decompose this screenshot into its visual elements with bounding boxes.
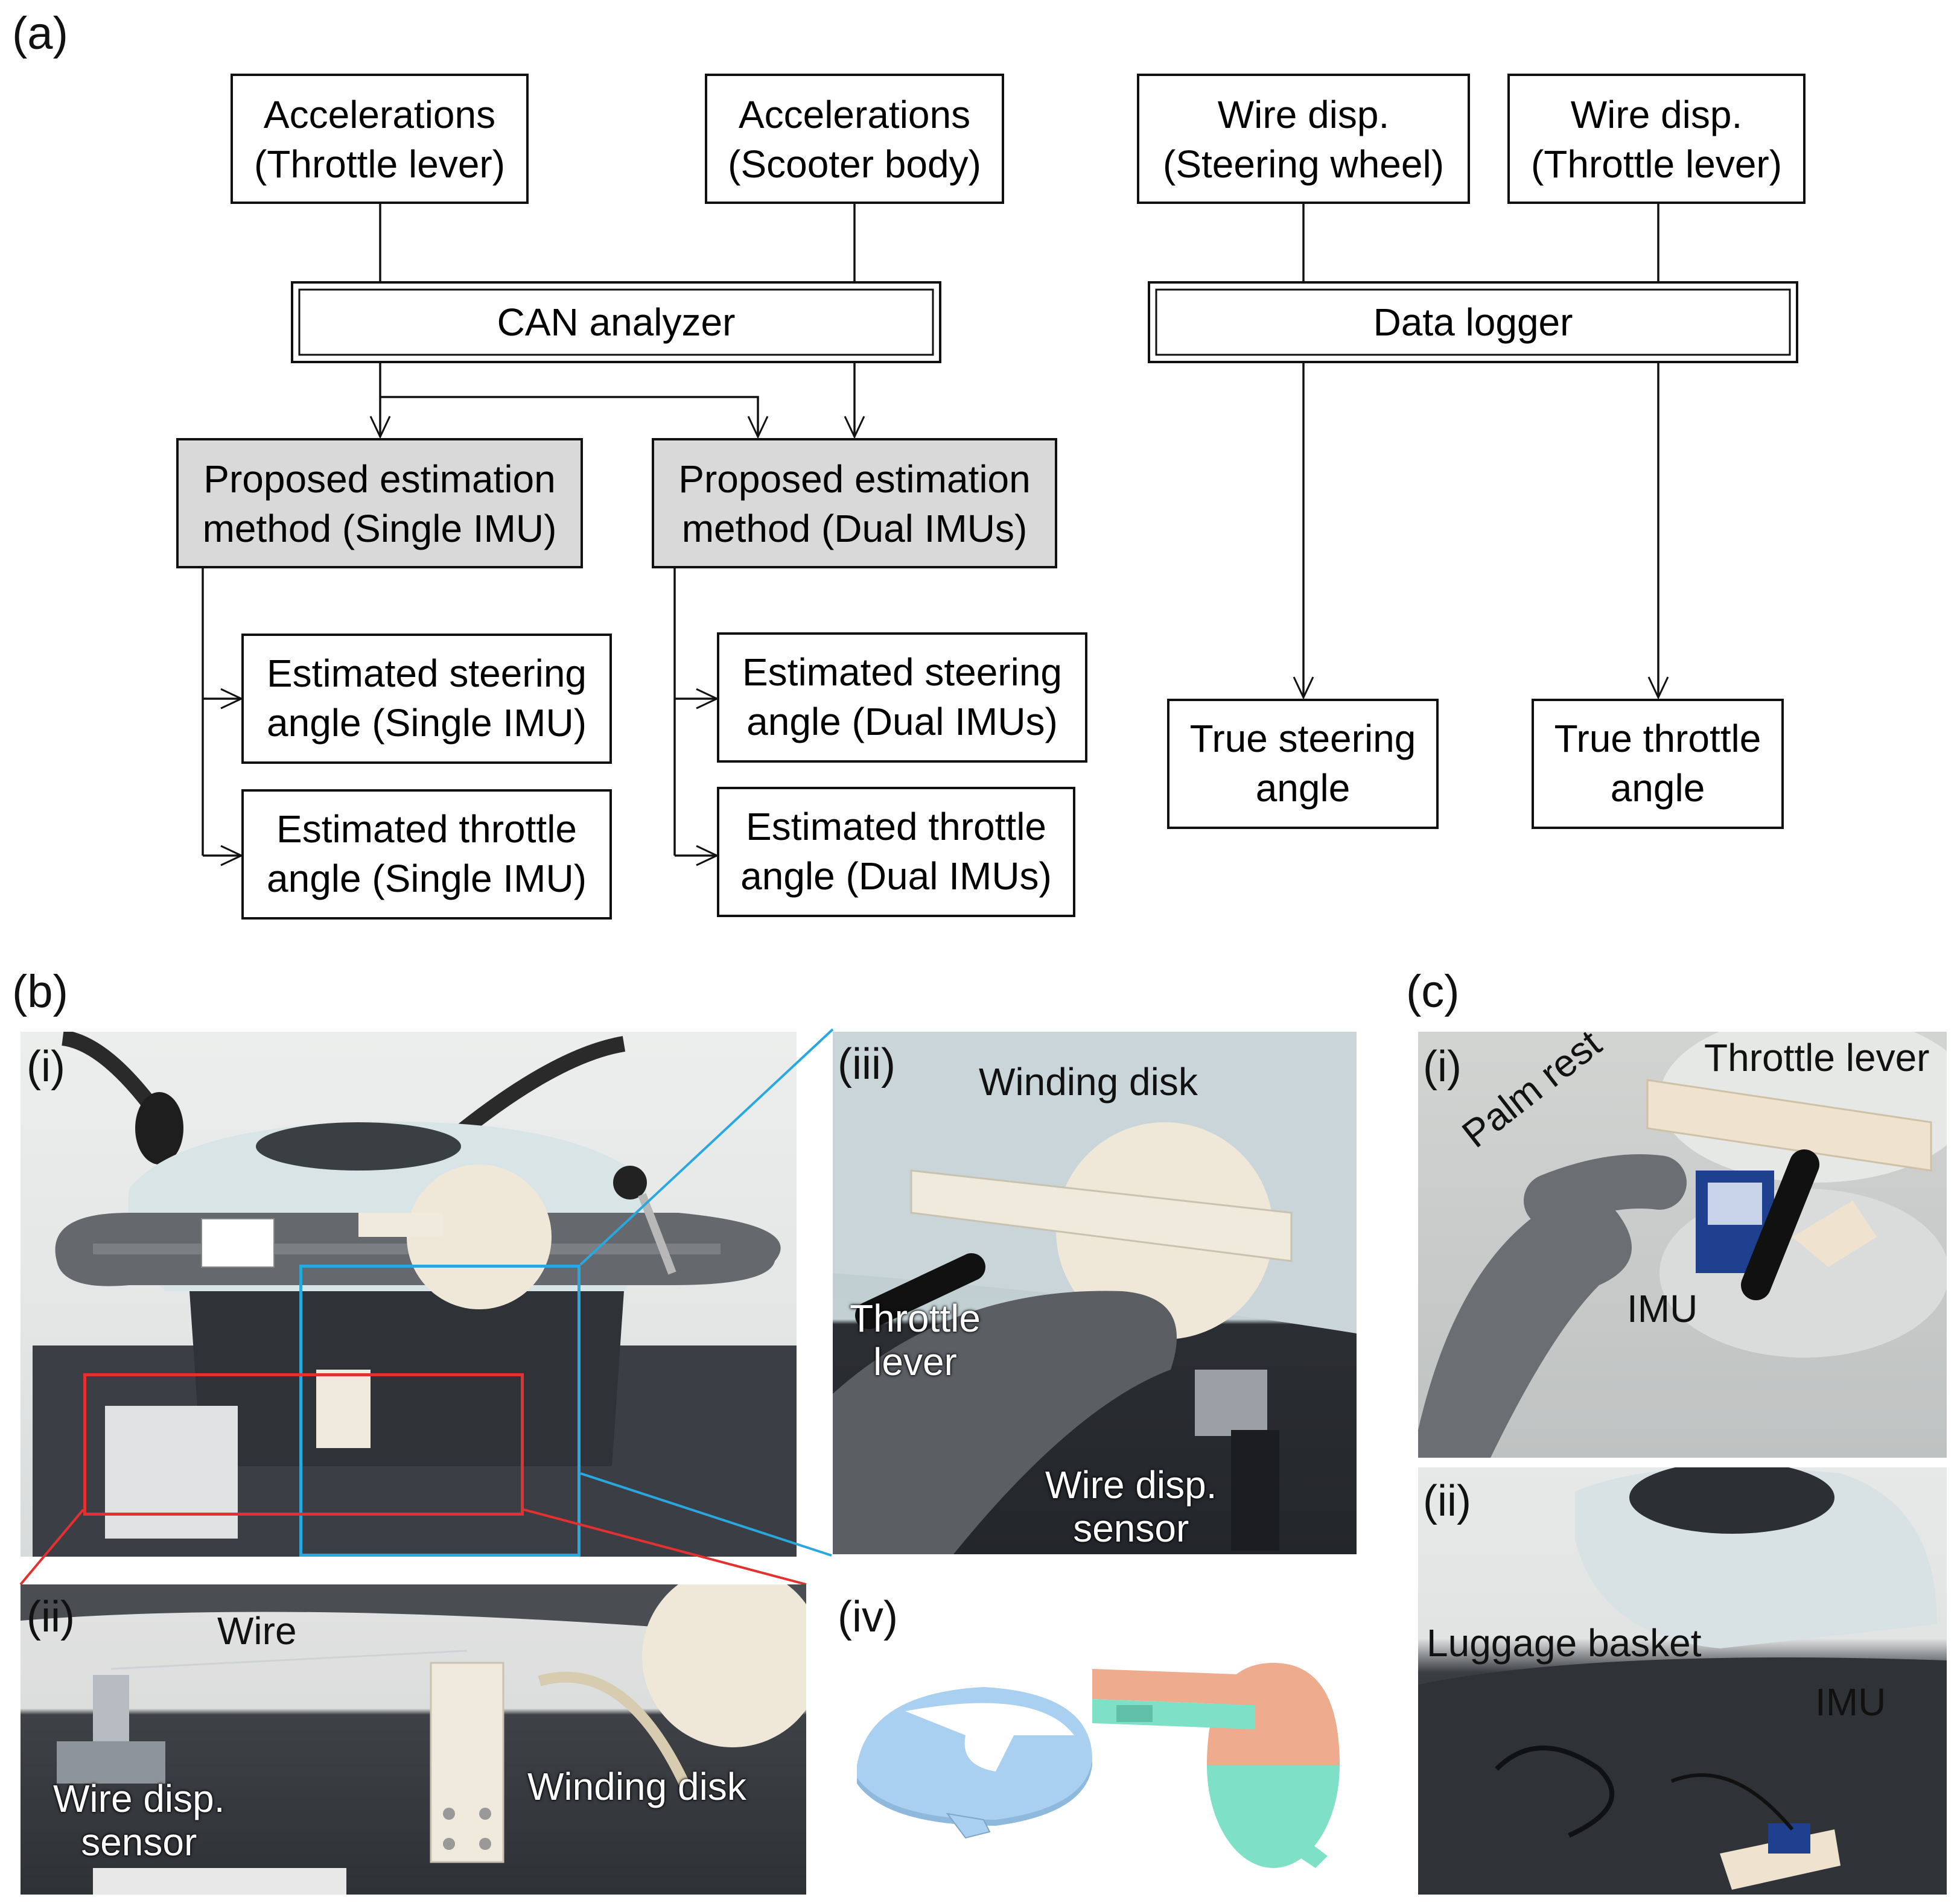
node-wire-steer: Wire disp. (Steering wheel) — [1137, 74, 1470, 204]
c-ii-label: (ii) — [1423, 1477, 1471, 1525]
winding-disk-illustration — [833, 1032, 1357, 1554]
blue-zoom-frame — [299, 1265, 581, 1557]
red-connector-left — [19, 1508, 84, 1586]
b-ii-label: (ii) — [27, 1593, 75, 1641]
b-ii-wire-label: Wire — [217, 1609, 297, 1653]
photo-c-i-throttle-imu: (i) Throttle lever Palm rest IMU — [1418, 1032, 1947, 1458]
svg-text:angle (Single IMU): angle (Single IMU) — [267, 701, 587, 745]
flowchart: Accelerations (Throttle lever) Accelerat… — [176, 74, 1806, 920]
node-est-throttle-dual: Estimated throttle angle (Dual IMUs) — [717, 787, 1075, 917]
cad-render-b-iv: (iv) — [833, 1584, 1357, 1895]
svg-text:Estimated throttle: Estimated throttle — [746, 805, 1046, 848]
cad-blue-disk — [857, 1687, 1092, 1839]
svg-text:(Throttle lever): (Throttle lever) — [1531, 142, 1782, 186]
b-i-label: (i) — [27, 1043, 65, 1091]
svg-text:Proposed estimation: Proposed estimation — [678, 457, 1030, 501]
throttle-imu-illustration — [1418, 1032, 1947, 1458]
wire-sensor-illustration — [21, 1584, 806, 1895]
node-wire-throttle: Wire disp. (Throttle lever) — [1507, 74, 1806, 204]
red-zoom-frame — [83, 1373, 524, 1516]
b-ii-sensor-label: Wire disp.sensor — [53, 1777, 225, 1864]
svg-text:Wire disp.: Wire disp. — [1571, 93, 1743, 136]
svg-text:(Throttle lever): (Throttle lever) — [254, 142, 505, 186]
svg-text:(Steering wheel): (Steering wheel) — [1163, 142, 1444, 186]
svg-text:angle (Dual IMUs): angle (Dual IMUs) — [746, 700, 1058, 743]
red-connector-right — [523, 1508, 807, 1586]
node-est-steer-dual: Estimated steering angle (Dual IMUs) — [717, 632, 1087, 763]
svg-text:angle (Single IMU): angle (Single IMU) — [267, 857, 587, 900]
svg-text:Estimated throttle: Estimated throttle — [276, 807, 577, 851]
node-acc-body: Accelerations (Scooter body) — [705, 74, 1004, 204]
svg-text:angle: angle — [1256, 766, 1351, 810]
node-true-throttle: True throttle angle — [1532, 699, 1784, 829]
node-true-steer: True steering angle — [1167, 699, 1439, 829]
svg-text:True throttle: True throttle — [1554, 717, 1761, 760]
b-iii-label: (iii) — [838, 1040, 896, 1088]
svg-text:True steering: True steering — [1190, 717, 1416, 760]
photo-b-ii-wire-sensor: (ii) Wire Wire disp.sensor Winding disk — [21, 1584, 806, 1895]
edge-can-to-dual-branch — [380, 396, 769, 439]
photo-c-ii-basket-imu: (ii) Luggage basket IMU — [1418, 1467, 1947, 1895]
b-iii-sensor-label: Wire disp.sensor — [1045, 1463, 1217, 1550]
svg-text:method (Dual IMUs): method (Dual IMUs) — [682, 507, 1028, 550]
svg-text:angle: angle — [1611, 766, 1705, 810]
b-ii-disk-label: Winding disk — [527, 1765, 746, 1808]
panel-c-label: (c) — [1406, 966, 1460, 1017]
node-can-analyzer: CAN analyzer — [291, 281, 941, 363]
svg-text:CAN analyzer: CAN analyzer — [497, 300, 736, 344]
node-proposed-single: Proposed estimation method (Single IMU) — [176, 438, 583, 568]
svg-text:method (Single IMU): method (Single IMU) — [203, 507, 557, 550]
svg-text:angle (Dual IMUs): angle (Dual IMUs) — [740, 854, 1052, 898]
b-iii-disk-label: Winding disk — [979, 1060, 1198, 1104]
connectors — [202, 204, 1669, 866]
svg-text:Estimated steering: Estimated steering — [267, 652, 587, 695]
cad-assembly — [1092, 1663, 1340, 1868]
node-est-steer-single: Estimated steering angle (Single IMU) — [241, 634, 612, 764]
blue-connector-lower — [580, 1472, 832, 1557]
cad-parts — [857, 1663, 1340, 1868]
basket-imu-illustration — [1418, 1467, 1947, 1895]
zoom-connectors — [19, 1028, 834, 1586]
c-i-imu-label: IMU — [1627, 1287, 1698, 1330]
node-proposed-dual: Proposed estimation method (Dual IMUs) — [652, 438, 1057, 568]
node-acc-throttle: Accelerations (Throttle lever) — [231, 74, 529, 204]
c-ii-imu-label: IMU — [1815, 1680, 1886, 1724]
svg-text:Data logger: Data logger — [1373, 300, 1573, 344]
panel-a-label: (a) — [12, 8, 68, 59]
node-est-throttle-single: Estimated throttle angle (Single IMU) — [241, 789, 612, 920]
scooter-front-illustration — [33, 1032, 797, 1557]
svg-text:Proposed estimation: Proposed estimation — [203, 457, 555, 501]
node-data-logger: Data logger — [1148, 281, 1798, 363]
photo-b-i-scooter-front: (i) — [21, 1032, 797, 1557]
svg-text:Estimated steering: Estimated steering — [742, 650, 1062, 694]
svg-text:Accelerations: Accelerations — [264, 93, 495, 136]
svg-text:Wire disp.: Wire disp. — [1218, 93, 1390, 136]
b-iv-label: (iv) — [838, 1593, 898, 1641]
panel-b-label: (b) — [12, 966, 68, 1017]
c-i-label: (i) — [1423, 1043, 1462, 1091]
blue-connector-top — [579, 1028, 834, 1266]
svg-text:Accelerations: Accelerations — [739, 93, 970, 136]
svg-text:(Scooter body): (Scooter body) — [728, 142, 981, 186]
c-ii-basket-label: Luggage basket — [1427, 1621, 1702, 1665]
c-i-throttle-label: Throttle lever — [1704, 1036, 1930, 1079]
